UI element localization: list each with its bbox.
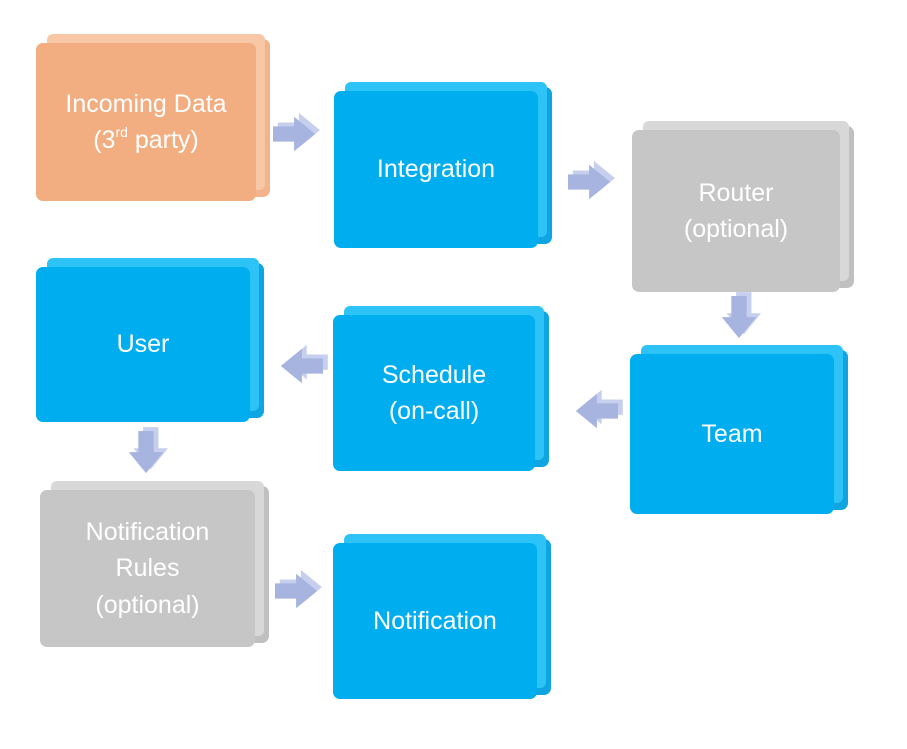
node-router: Router (optional) [632,130,840,292]
node-incoming-data-line1: Incoming Data [65,89,227,118]
arrow-right-icon [568,159,615,205]
node-schedule-line1: Schedule [381,360,487,389]
node-notification-rules-line1: Notification [85,518,210,547]
node-team: Team [630,354,834,514]
node-schedule: Schedule (on-call) [333,315,535,471]
arrow-right-icon [273,111,320,157]
node-user-label: User [116,330,170,359]
node-incoming-data-line2-pre: (3 [93,126,116,154]
node-integration: Integration [334,91,538,248]
arrow-down-icon [716,292,762,342]
node-incoming-data: Incoming Data (3rd party) [36,43,256,201]
node-incoming-data-line2-sup: rd [115,123,128,140]
node-schedule-line2: (on-call) [388,397,480,425]
node-notification-rules-line3: (optional) [95,590,200,619]
node-incoming-data-line2: (3rd party) [93,122,199,158]
node-team-label: Team [701,419,763,448]
node-notification-rules: Notification Rules (optional) [40,490,255,647]
arrow-down-icon [123,427,169,477]
node-user: User [36,267,250,422]
node-notification-label: Notification [373,606,497,635]
node-incoming-data-line2-post: party) [127,126,199,154]
arrow-left-icon [572,388,623,434]
node-notification: Notification [333,543,537,699]
node-integration-label: Integration [376,155,496,184]
arrow-right-icon [275,568,322,614]
node-notification-rules-line2: Rules [115,554,180,583]
node-router-line2: (optional) [683,215,789,243]
arrow-left-icon [277,343,328,389]
node-router-line1: Router [698,178,774,207]
